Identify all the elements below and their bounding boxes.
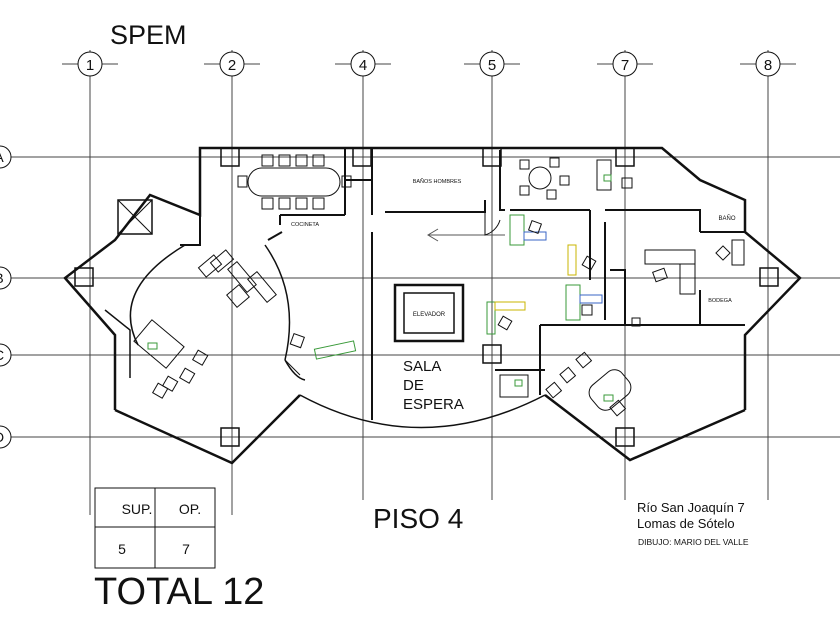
personnel-table: SUP. OP. 5 7 <box>94 487 216 569</box>
room-label-bodega: BODEGA <box>708 298 732 304</box>
table-value-op: 7 <box>182 541 190 557</box>
sala-line-3: ESPERA <box>403 396 464 413</box>
elevator: ELEVADOR <box>393 283 465 343</box>
door-swings <box>284 212 501 376</box>
total-label: TOTAL 12 <box>94 571 264 613</box>
elevator-label: ELEVADOR <box>413 312 446 318</box>
chairs <box>151 177 731 417</box>
sala-line-1: SALA <box>403 358 441 375</box>
grid-label-col-5: 5 <box>488 57 496 74</box>
grid-bubble-col-2: 2 <box>219 51 245 77</box>
conference-table <box>237 154 352 210</box>
round-meeting-table <box>519 157 570 200</box>
room-label-sala-de-espera: SALA DE ESPERA <box>403 358 464 413</box>
table-header-op: OP. <box>179 501 201 517</box>
column-a7 <box>615 147 635 167</box>
grid-column-bubbles: 1 2 4 5 7 8 <box>77 51 781 77</box>
floor-label: PISO 4 <box>373 503 463 534</box>
grid-bubble-col-4: 4 <box>350 51 376 77</box>
stair-shaft-cross <box>117 199 153 235</box>
address-block: Río San Joaquín 7 Lomas de Sótelo DIBUJO… <box>637 500 749 547</box>
direction-arrow <box>427 228 505 242</box>
grid-label-row-b: B <box>0 270 4 286</box>
grid-bubble-col-5: 5 <box>479 51 505 77</box>
address-line-1: Río San Joaquín 7 <box>637 500 745 515</box>
sala-line-2: DE <box>403 377 424 394</box>
grid-bubble-row-c: C <box>0 343 12 367</box>
column-c5 <box>482 344 502 364</box>
desk-manager <box>644 249 696 265</box>
grid-bubble-col-1: 1 <box>77 51 103 77</box>
grid-label-row-d: D <box>0 429 4 445</box>
grid-label-col-8: 8 <box>764 57 772 74</box>
plan-title: SPEM <box>110 20 187 50</box>
grid-label-row-c: C <box>0 347 4 363</box>
curved-lobby-wall <box>284 359 306 381</box>
room-label-banos-hombres: BAÑOS HOMBRES <box>413 178 462 185</box>
lounge-seating <box>197 249 277 308</box>
column-a2 <box>220 147 240 167</box>
grid-label-col-7: 7 <box>621 57 629 74</box>
grid-label-col-4: 4 <box>359 57 367 74</box>
grid-bubble-col-8: 8 <box>755 51 781 77</box>
room-label-bano: BAÑO <box>718 215 735 222</box>
grid-label-col-1: 1 <box>86 57 94 74</box>
grid-bubble-row-a: A <box>0 145 12 169</box>
stair-shaft <box>117 199 153 235</box>
desk-lobby <box>313 340 357 360</box>
column-b8 <box>759 267 779 287</box>
table-header-sup: SUP. <box>122 501 153 517</box>
drawing-credit: DIBUJO: MARIO DEL VALLE <box>638 537 749 547</box>
grid-lines <box>8 50 840 515</box>
desk-cluster-2 <box>486 301 496 335</box>
grid-row-bubbles: A B C D <box>0 145 12 449</box>
desk-cluster-1 <box>509 214 525 246</box>
grid-bubble-col-7: 7 <box>612 51 638 77</box>
building-outline <box>63 146 802 465</box>
address-line-2: Lomas de Sótelo <box>637 516 735 531</box>
grid-bubble-row-b: B <box>0 266 12 290</box>
column-d2 <box>220 427 240 447</box>
grid-label-col-2: 2 <box>228 57 236 74</box>
curved-corridor-wall <box>129 244 291 361</box>
structural-columns <box>74 147 779 447</box>
column-d7 <box>615 427 635 447</box>
room-label-cocineta: COCINETA <box>291 222 319 228</box>
grid-bubble-row-d: D <box>0 425 12 449</box>
column-b1 <box>74 267 94 287</box>
grid-label-row-a: A <box>0 149 4 165</box>
workstations <box>133 159 745 411</box>
desk-office-left <box>133 319 185 369</box>
table-value-sup: 5 <box>118 541 126 557</box>
